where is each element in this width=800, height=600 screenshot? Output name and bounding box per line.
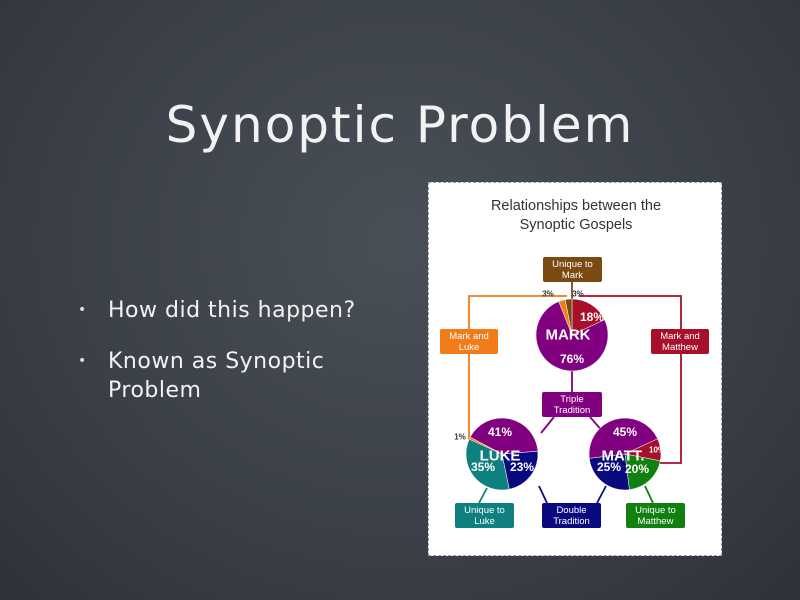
pie-slice-mark xyxy=(564,298,573,336)
synoptic-diagram: Relationships between the Synoptic Gospe… xyxy=(428,182,722,556)
pie-slice-label: 3% xyxy=(542,289,554,299)
pie-slice-label: 18% xyxy=(579,310,605,324)
diagram-title-line: Synoptic Gospels xyxy=(519,217,633,233)
connector-mark-luke-bottom xyxy=(468,354,479,440)
pie-slice-label: 10% xyxy=(648,445,666,455)
pie-name-matthew: MATT. xyxy=(601,447,645,465)
pie-slice-matthew xyxy=(588,417,658,459)
connector-double-matthew xyxy=(596,485,607,504)
pie-slice-label: 41% xyxy=(487,425,513,439)
bullet-item: • How did this happen? xyxy=(78,296,388,325)
pie-slice-label: 76% xyxy=(559,352,585,366)
slide-title: Synoptic Problem xyxy=(165,95,635,154)
pie-slice-luke xyxy=(468,436,503,455)
pie-slice-matthew xyxy=(624,453,661,491)
pie-slice-luke xyxy=(469,417,539,455)
diagram-title-line: Relationships between the xyxy=(490,198,662,214)
pie-slice-label: 45% xyxy=(612,425,638,439)
pie-slice-label: 25% xyxy=(596,460,622,474)
bullet-list: • How did this happen? • Known as Synopt… xyxy=(78,296,388,427)
connector-mark-luke-top xyxy=(468,295,567,329)
bullet-dot-icon: • xyxy=(78,302,87,318)
pie-slice-luke xyxy=(465,438,510,491)
connector-triple-luke xyxy=(540,416,555,434)
bullet-text: How did this happen? xyxy=(108,298,356,323)
pie-name-mark: MARK xyxy=(545,326,591,344)
connector-mark-matthew-bottom xyxy=(659,354,682,464)
pie-slice-label: 1% xyxy=(454,432,466,442)
pie-slice-mark xyxy=(571,298,605,336)
pie-slice-luke xyxy=(501,450,539,490)
pie-slice-label: 20% xyxy=(624,462,650,476)
pie-slice-matthew xyxy=(588,453,630,491)
connector-double-luke xyxy=(538,485,548,504)
bullet-text: Known as Synoptic Problem xyxy=(108,349,325,403)
connector-unique-luke xyxy=(478,487,488,504)
pie-slice-label: 3% xyxy=(572,289,584,299)
diagram-connectors xyxy=(465,282,682,504)
connector-mark-matthew-top xyxy=(579,295,682,329)
bullet-item: • Known as Synoptic Problem xyxy=(78,347,388,405)
diagram-title: Relationships between the Synoptic Gospe… xyxy=(429,197,723,235)
pie-name-luke: LUKE xyxy=(479,447,521,465)
pie-slice-label: 23% xyxy=(509,460,535,474)
bullet-dot-icon: • xyxy=(78,353,87,369)
connector-unique-matthew xyxy=(644,485,654,504)
pie-slice-label: 35% xyxy=(470,460,496,474)
pie-slice-mark xyxy=(535,301,609,372)
